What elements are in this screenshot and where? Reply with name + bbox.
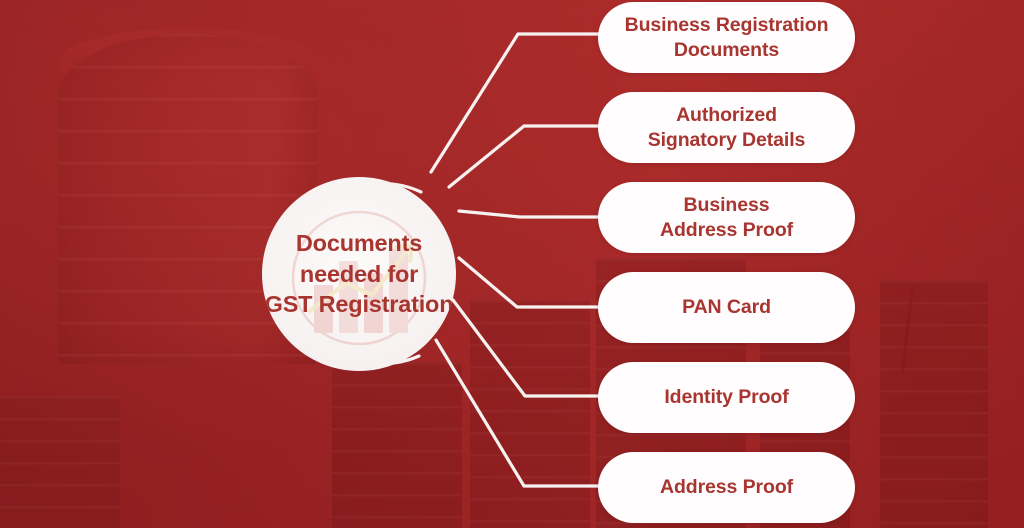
item-pill-authorized-signatory-details[interactable]: Authorized Signatory Details — [598, 92, 855, 163]
item-pill-identity-proof[interactable]: Identity Proof — [598, 362, 855, 433]
hub-title: Documents needed for GST Registration — [264, 230, 454, 318]
item-pill-business-address-proof[interactable]: Business Address Proof — [598, 182, 855, 253]
center-hub: Documents needed for GST Registration — [243, 158, 475, 390]
bar-chart-growth-watermark-icon — [291, 210, 427, 346]
background-building-6 — [0, 396, 120, 528]
hub-disc: Documents needed for GST Registration — [262, 177, 456, 371]
item-pill-address-proof[interactable]: Address Proof — [598, 452, 855, 523]
background-building-4 — [880, 280, 988, 528]
item-pill-business-registration-documents[interactable]: Business Registration Documents — [598, 2, 855, 73]
item-pill-pan-card[interactable]: PAN Card — [598, 272, 855, 343]
